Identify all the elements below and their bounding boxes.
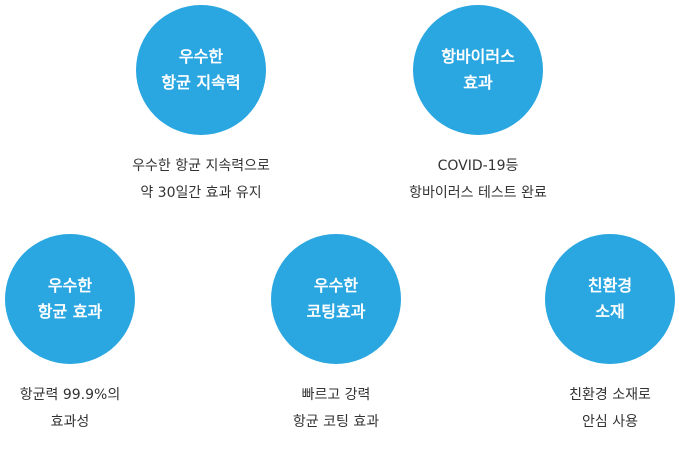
feature-circle: 우수한 코팅효과 [271, 234, 401, 364]
feature-desc-line: 우수한 항균 지속력으로 [132, 158, 270, 174]
feature-antibacterial-duration: 우수한 항균 지속력 우수한 항균 지속력으로 약 30일간 효과 유지 [111, 5, 291, 207]
feature-desc-line: COVID-19등 [437, 158, 519, 174]
feature-title-line: 우수한 [313, 276, 359, 295]
feature-antibacterial-effect: 우수한 항균 효과 항균력 99.9%의 효과성 [0, 234, 160, 436]
feature-title-line: 친환경 [587, 276, 633, 295]
feature-title-line: 항바이러스 [441, 47, 515, 66]
feature-description: 우수한 항균 지속력으로 약 30일간 효과 유지 [132, 153, 270, 207]
feature-circle: 친환경 소재 [545, 234, 675, 364]
feature-description: 친환경 소재로 안심 사용 [569, 382, 651, 436]
feature-coating-effect: 우수한 코팅효과 빠르고 강력 항균 코팅 효과 [246, 234, 426, 436]
feature-title-line: 소재 [595, 302, 625, 321]
feature-circle: 우수한 항균 지속력 [136, 5, 266, 135]
feature-desc-line: 안심 사용 [582, 414, 638, 430]
feature-circle: 항바이러스 효과 [413, 5, 543, 135]
feature-desc-line: 항바이러스 테스트 완료 [409, 185, 547, 201]
feature-description: COVID-19등 항바이러스 테스트 완료 [409, 153, 547, 207]
feature-title-line: 항균 지속력 [161, 73, 241, 92]
feature-desc-line: 항균력 99.9%의 [19, 387, 121, 403]
feature-eco-material: 친환경 소재 친환경 소재로 안심 사용 [520, 234, 687, 436]
feature-title-line: 우수한 [47, 276, 93, 295]
feature-title-line: 항균 효과 [37, 302, 103, 321]
feature-desc-line: 약 30일간 효과 유지 [140, 185, 262, 201]
feature-desc-line: 항균 코팅 효과 [292, 414, 380, 430]
feature-desc-line: 친환경 소재로 [569, 387, 651, 403]
feature-description: 항균력 99.9%의 효과성 [20, 382, 120, 436]
feature-desc-line: 효과성 [50, 414, 90, 430]
feature-title-line: 코팅효과 [306, 302, 366, 321]
feature-desc-line: 빠르고 강력 [301, 387, 371, 403]
feature-antiviral-effect: 항바이러스 효과 COVID-19등 항바이러스 테스트 완료 [388, 5, 568, 207]
feature-description: 빠르고 강력 항균 코팅 효과 [293, 382, 379, 436]
feature-title-line: 효과 [463, 73, 493, 92]
feature-title-line: 우수한 [178, 47, 224, 66]
feature-circle: 우수한 항균 효과 [5, 234, 135, 364]
